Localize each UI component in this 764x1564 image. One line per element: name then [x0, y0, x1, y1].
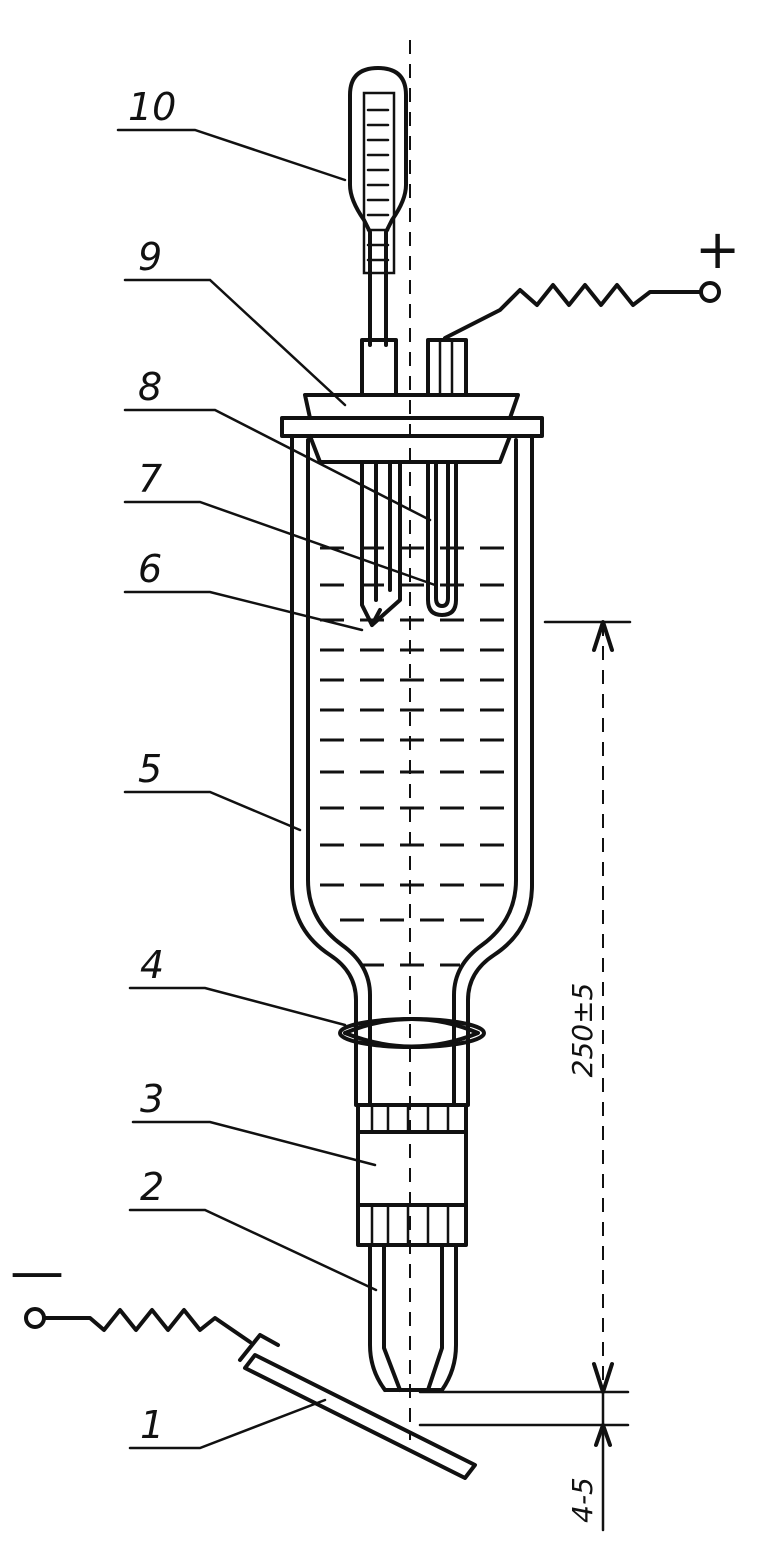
dimension-gap: 4-5 [566, 1477, 599, 1523]
dimension-lines [418, 620, 632, 1532]
label-1: 1 [140, 1403, 164, 1447]
lower-tube [368, 1243, 458, 1392]
label-2: 2 [140, 1165, 164, 1209]
cathode-plate [238, 1333, 477, 1480]
electrode-rods [360, 338, 468, 397]
wires [24, 281, 721, 1344]
label-6: 6 [138, 547, 162, 591]
coupling [356, 1103, 468, 1247]
label-10: 10 [128, 85, 176, 129]
label-9: 9 [138, 235, 162, 279]
leader-lines [116, 128, 437, 1450]
thermometer [348, 66, 408, 347]
positive-terminal: + [695, 218, 740, 281]
inner-tubes [360, 460, 458, 627]
dimension-height: 250±5 [566, 983, 599, 1078]
liquid [320, 546, 505, 967]
stopcock [338, 1017, 486, 1049]
label-3: 3 [140, 1077, 164, 1121]
label-8: 8 [138, 365, 162, 409]
negative-terminal: — [10, 1240, 64, 1303]
vessel [290, 434, 534, 1107]
label-5: 5 [138, 747, 162, 791]
label-4: 4 [140, 943, 164, 987]
label-7: 7 [138, 457, 162, 501]
stopper [280, 393, 544, 464]
